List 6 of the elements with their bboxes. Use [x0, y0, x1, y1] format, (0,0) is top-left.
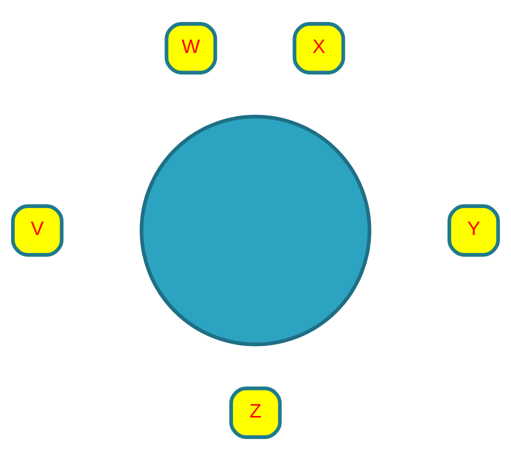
node-box: Z [229, 386, 282, 438]
node-box: X [292, 22, 346, 74]
node-box: W [164, 22, 218, 74]
node-circle [140, 114, 372, 346]
node-box: Y [448, 204, 500, 256]
node-box: V [11, 204, 64, 256]
